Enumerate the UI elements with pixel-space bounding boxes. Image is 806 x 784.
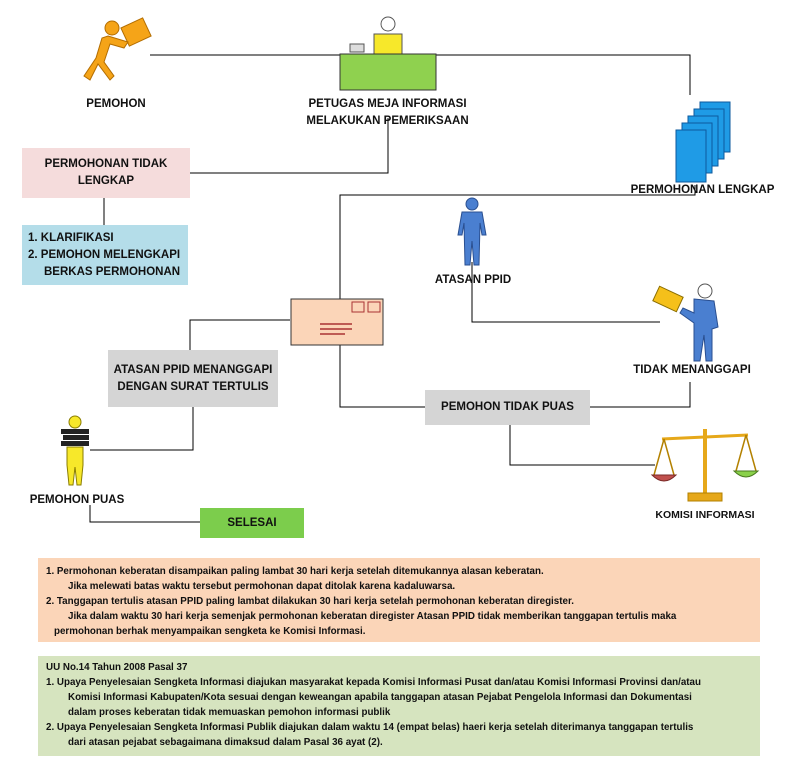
ptl-line-2: LENGKAP bbox=[77, 175, 135, 187]
klarifikasi-line-3: BERKAS PERMOHONAN bbox=[44, 265, 181, 278]
document-stack-icon bbox=[675, 101, 731, 183]
person-standing-icon bbox=[457, 197, 487, 266]
note1-line-2: Jika melewati batas waktu tersebut permo… bbox=[68, 581, 456, 592]
person-carrying-books-icon bbox=[61, 415, 89, 486]
klarifikasi-line-2: 2. PEMOHON MELENGKAPI bbox=[28, 248, 181, 261]
atasan-menanggapi-box: ATASAN PPID MENANGGAPI DENGAN SURAT TERT… bbox=[108, 350, 278, 407]
pemohon-puas-label: PEMOHON PUAS bbox=[29, 494, 125, 506]
note2-title: UU No.14 Tahun 2008 Pasal 37 bbox=[46, 662, 188, 673]
petugas-line-1: PETUGAS MEJA INFORMASI bbox=[308, 98, 467, 110]
person-holding-envelope-icon bbox=[652, 283, 719, 362]
klarifikasi-box: 1. KLARIFIKASI 2. PEMOHON MELENGKAPI BER… bbox=[22, 225, 188, 285]
note2-line-1: 1. Upaya Penyelesaian Sengketa Informasi… bbox=[46, 677, 701, 688]
note2-line-2: Komisi Informasi Kabupaten/Kota sesuai d… bbox=[68, 692, 692, 703]
note-uu-pasal-37: UU No.14 Tahun 2008 Pasal 37 1. Upaya Pe… bbox=[38, 656, 760, 756]
permohonan-lengkap-label: PERMOHONAN LENGKAP bbox=[630, 184, 775, 196]
atasan-menanggapi-line-2: DENGAN SURAT TERTULIS bbox=[117, 380, 269, 393]
pemohon-tidak-puas-box: PEMOHON TIDAK PUAS bbox=[425, 390, 590, 425]
note1-line-5: permohonan berhak menyampaikan sengketa … bbox=[54, 626, 366, 637]
selesai-box: SELESAI bbox=[200, 508, 304, 538]
ptl-line-1: PERMOHONAN TIDAK bbox=[44, 158, 168, 170]
officer-at-desk-icon bbox=[339, 16, 437, 91]
note2-line-3: dalam proses keberatan tidak memuaskan p… bbox=[68, 707, 391, 718]
petugas-line-2: MELAKUKAN PEMERIKSAAN bbox=[306, 115, 469, 127]
note2-line-5: dari atasan pejabat sebagaimana dimaksud… bbox=[68, 737, 383, 748]
tidak-menanggapi-label: TIDAK MENANGGAPI bbox=[633, 364, 751, 376]
atasan-ppid-label: ATASAN PPID bbox=[434, 274, 512, 286]
note1-line-1: 1. Permohonan keberatan disampaikan pali… bbox=[46, 566, 544, 577]
klarifikasi-line-1: 1. KLARIFIKASI bbox=[28, 231, 114, 244]
note-keberatan: 1. Permohonan keberatan disampaikan pali… bbox=[38, 558, 760, 642]
note1-line-3: 2. Tanggapan tertulis atasan PPID paling… bbox=[46, 596, 574, 607]
permohonan-tidak-lengkap-box: PERMOHONAN TIDAK LENGKAP bbox=[22, 148, 190, 198]
note1-line-4: Jika dalam waktu 30 hari kerja semenjak … bbox=[68, 611, 677, 622]
scales-of-justice-icon bbox=[650, 429, 760, 502]
note2-line-4: 2. Upaya Penyelesaian Sengketa Informasi… bbox=[46, 722, 694, 733]
petugas-label: PETUGAS MEJA INFORMASI MELAKUKAN PEMERIK… bbox=[300, 96, 475, 130]
atasan-menanggapi-line-1: ATASAN PPID MENANGGAPI bbox=[113, 363, 273, 376]
envelope-icon bbox=[290, 298, 384, 346]
komisi-informasi-label: KOMISI INFORMASI bbox=[655, 509, 755, 521]
person-carrying-box-icon bbox=[83, 17, 152, 81]
pemohon-label: PEMOHON bbox=[86, 98, 146, 110]
